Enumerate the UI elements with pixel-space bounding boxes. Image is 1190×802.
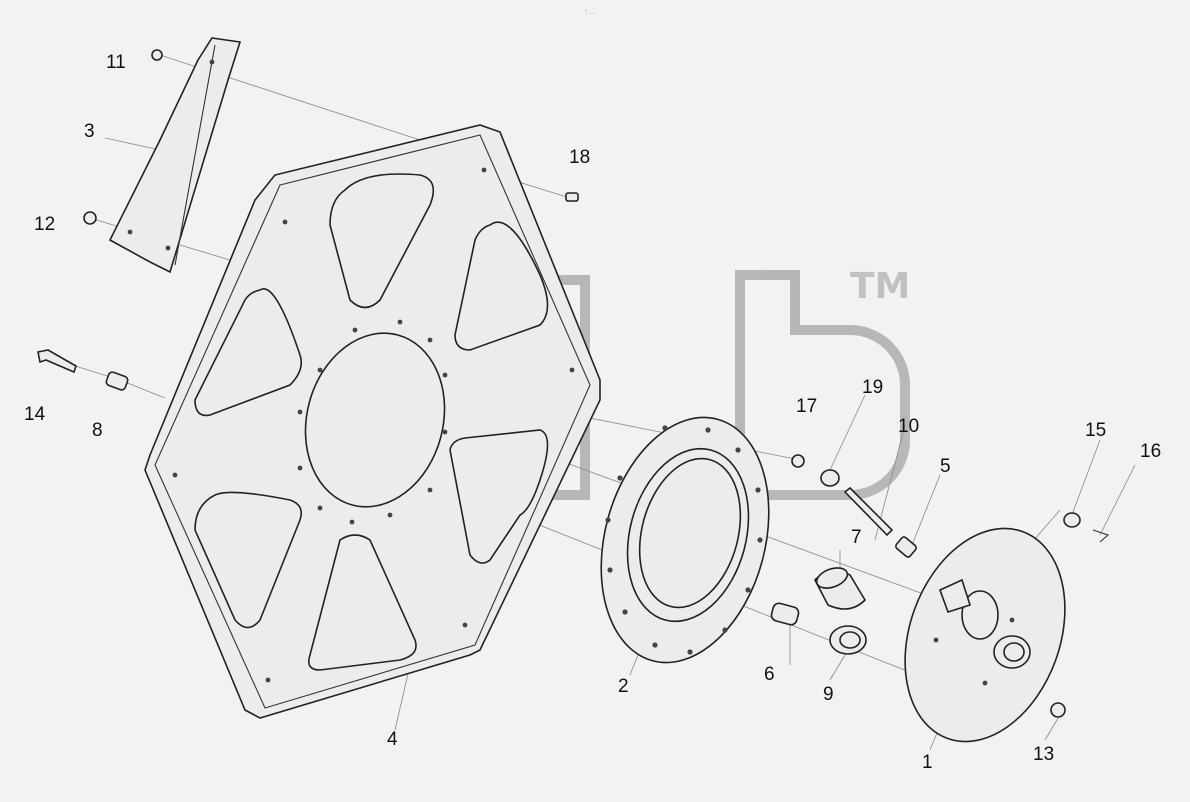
part-13-nut	[1050, 702, 1066, 718]
callout-5: 5	[940, 456, 951, 477]
part-3-bracket	[108, 37, 242, 274]
plate-holes	[172, 167, 575, 683]
callout-12: 12	[34, 214, 55, 235]
part-8-bushing	[105, 371, 129, 391]
part-12-nut	[83, 211, 97, 225]
part-1-disc	[904, 527, 1066, 743]
callout-11: 11	[106, 52, 126, 73]
callout-16: 16	[1140, 441, 1161, 462]
part-14-bolt	[37, 349, 77, 374]
part-2-flange	[600, 416, 770, 664]
callout-15: 15	[1085, 420, 1106, 441]
callout-6: 6	[764, 664, 775, 685]
callout-10: 10	[898, 416, 919, 437]
part-19-cap	[820, 469, 840, 487]
callout-3: 3	[84, 121, 95, 142]
part-17-bolt	[791, 454, 805, 468]
part-5-spring	[895, 536, 917, 558]
callout-1: 1	[922, 752, 933, 773]
callout-13: 13	[1033, 744, 1054, 765]
callout-2: 2	[618, 676, 629, 697]
part-15-washer	[1063, 512, 1081, 528]
callout-7: 7	[851, 527, 862, 548]
callout-labels: 1 2 3 4 5 6 7 8 9 10 11 12 13 14 15 16 1…	[24, 52, 1161, 773]
callout-4: 4	[387, 729, 398, 750]
callout-14: 14	[24, 404, 46, 425]
callout-18: 18	[569, 147, 590, 168]
part-4-hex-plate	[144, 124, 601, 719]
part-7-sleeve	[814, 567, 867, 610]
watermark-trademark: TM	[850, 266, 910, 307]
header-mark: ° …	[585, 10, 595, 16]
part-10-pin	[843, 486, 894, 537]
part-9-ring	[829, 625, 867, 655]
part-16-clip	[1092, 529, 1110, 543]
callout-19: 19	[862, 377, 883, 398]
callout-8: 8	[92, 420, 103, 441]
part-11-nut	[151, 49, 163, 61]
callout-9: 9	[823, 684, 834, 705]
part-6-bushing	[770, 602, 800, 626]
part-18-screw	[565, 192, 579, 202]
callout-17: 17	[796, 396, 817, 417]
